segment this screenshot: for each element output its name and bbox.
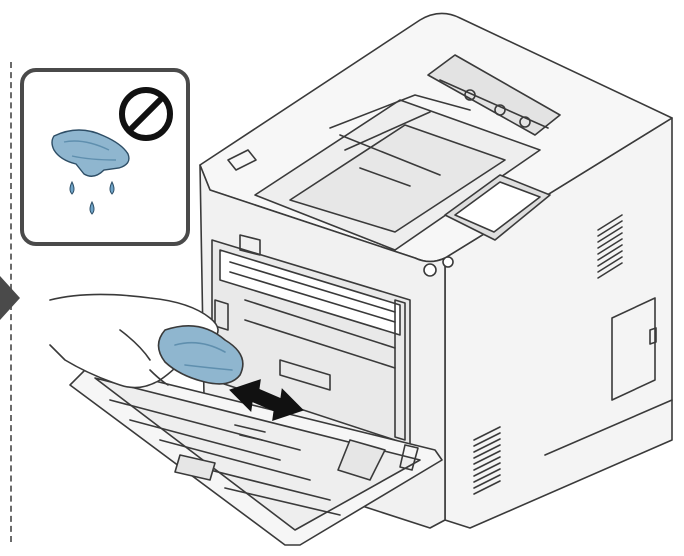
step-arrow-icon (0, 276, 20, 320)
wet-cloth-icon (51, 129, 130, 177)
warning-inset (20, 68, 190, 246)
water-drop-icon (69, 180, 115, 215)
double-arrow-icon (229, 379, 304, 422)
side-door (611, 297, 656, 401)
side-vent-upper (597, 214, 623, 279)
prohibited-icon (119, 87, 173, 141)
side-vent-lower (473, 426, 501, 495)
